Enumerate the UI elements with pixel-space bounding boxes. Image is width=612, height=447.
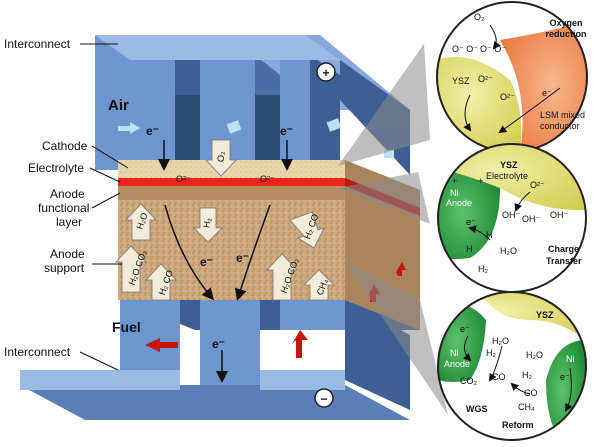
svg-text:H: H — [486, 230, 493, 240]
svg-text:CO₂: CO₂ — [460, 376, 478, 386]
svg-text:H₂O: H₂O — [492, 336, 509, 346]
svg-text:+: + — [478, 176, 483, 186]
svg-text:Charge: Charge — [548, 244, 579, 254]
svg-text:H₂O: H₂O — [500, 246, 517, 256]
svg-text:H₂: H₂ — [486, 348, 496, 358]
anode-functional-layer — [118, 186, 345, 200]
svg-text:Ni: Ni — [450, 188, 459, 198]
svg-text:e⁻: e⁻ — [560, 372, 570, 382]
electron-label-1: e⁻ — [146, 124, 159, 138]
electron-label-2: e⁻ — [280, 124, 293, 138]
electron-label-5: e⁻ — [212, 337, 225, 351]
negative-terminal: − — [314, 388, 334, 408]
svg-text:e⁻: e⁻ — [460, 324, 470, 334]
svg-text:LSM mixed: LSM mixed — [540, 110, 585, 120]
label-anode-functional-3: layer — [56, 215, 82, 229]
svg-text:Reform: Reform — [502, 420, 534, 430]
svg-text:O²⁻: O²⁻ — [478, 74, 493, 84]
o2-label: O₂ — [216, 151, 226, 162]
svg-text:O⁻ O⁻: O⁻ O⁻ — [452, 44, 478, 54]
label-anode-functional-1: Anode — [50, 187, 85, 201]
svg-text:Ni: Ni — [450, 348, 459, 358]
svg-text:H₂O: H₂O — [526, 350, 543, 360]
svg-text:Transfer: Transfer — [546, 256, 582, 266]
o2-ion-label-2: O²⁻ — [260, 174, 275, 184]
h2-label: H₂ — [201, 217, 213, 229]
label-anode-support-1: Anode — [50, 247, 85, 261]
svg-text:e⁻: e⁻ — [542, 88, 552, 98]
o2-ion-label-1: O²⁻ — [176, 174, 191, 184]
svg-text:CO: CO — [492, 372, 506, 382]
callout-cones — [338, 44, 448, 415]
svg-text:YSZ: YSZ — [452, 76, 470, 86]
label-fuel: Fuel — [112, 319, 141, 335]
label-air: Air — [108, 97, 129, 114]
svg-text:conductor: conductor — [540, 121, 580, 131]
svg-text:O²⁻: O²⁻ — [530, 180, 545, 190]
electron-label-3: e⁻ — [200, 255, 213, 269]
positive-terminal: + — [316, 62, 336, 82]
species-arrows — [115, 139, 335, 301]
svg-text:H₂: H₂ — [522, 370, 532, 380]
label-interconnect-bottom: Interconnect — [4, 345, 71, 359]
label-interconnect-top: Interconnect — [4, 37, 71, 51]
svg-text:O²⁻: O²⁻ — [500, 92, 515, 102]
electrolyte-layer — [118, 178, 345, 186]
svg-text:OH⁻: OH⁻ — [550, 210, 569, 220]
air-flow-glyphs — [118, 118, 394, 158]
svg-text:CH₄: CH₄ — [518, 402, 535, 412]
interconnect-bottom — [20, 300, 420, 420]
svg-text:Oxygen: Oxygen — [549, 18, 582, 28]
label-anode-support-2: support — [44, 261, 85, 275]
svg-text:YSZ: YSZ — [536, 310, 554, 320]
bubble-charge-transfer: YSZ Electrolyte Ni Anode O²⁻ e⁻ OH⁻ OH⁻ … — [437, 143, 587, 293]
svg-text:Electrolyte: Electrolyte — [486, 171, 528, 181]
svg-text:O⁻ O⁻: O⁻ O⁻ — [480, 44, 506, 54]
left-labels: Interconnect Cathode Electrolyte Anode f… — [4, 37, 141, 371]
svg-text:reduction: reduction — [545, 29, 586, 39]
svg-text:YSZ: YSZ — [500, 160, 518, 170]
bubble-wgs-reform: YSZ Ni Anode Ni e⁻ e⁻ H₂O H₂O H₂ H₂ CO₂ … — [437, 291, 587, 441]
svg-text:WGS: WGS — [466, 404, 488, 414]
svg-text:+: + — [322, 66, 329, 80]
label-electrolyte: Electrolyte — [28, 161, 84, 175]
svg-text:H₂: H₂ — [478, 264, 488, 274]
svg-text:e⁻: e⁻ — [466, 217, 476, 227]
svg-text:−: − — [320, 392, 327, 406]
svg-text:CO: CO — [524, 388, 538, 398]
svg-text:Anode: Anode — [444, 359, 470, 369]
svg-text:OH⁻: OH⁻ — [522, 214, 541, 224]
bubble-oxygen-reduction: Oxygen reduction O₂ O⁻ O⁻ O⁻ O⁻ O²⁻ O²⁻ … — [436, 1, 588, 153]
svg-text:OH⁻: OH⁻ — [502, 210, 521, 220]
electron-paths — [158, 140, 293, 383]
svg-text:Ni: Ni — [566, 354, 575, 364]
svg-text:H: H — [466, 244, 473, 254]
svg-text:+: + — [452, 176, 457, 186]
label-anode-functional-2: functional — [38, 201, 89, 215]
electron-label-4: e⁻ — [236, 251, 249, 265]
label-cathode: Cathode — [42, 139, 88, 153]
svg-text:O₂: O₂ — [474, 12, 485, 22]
svg-text:Anode: Anode — [446, 198, 472, 208]
